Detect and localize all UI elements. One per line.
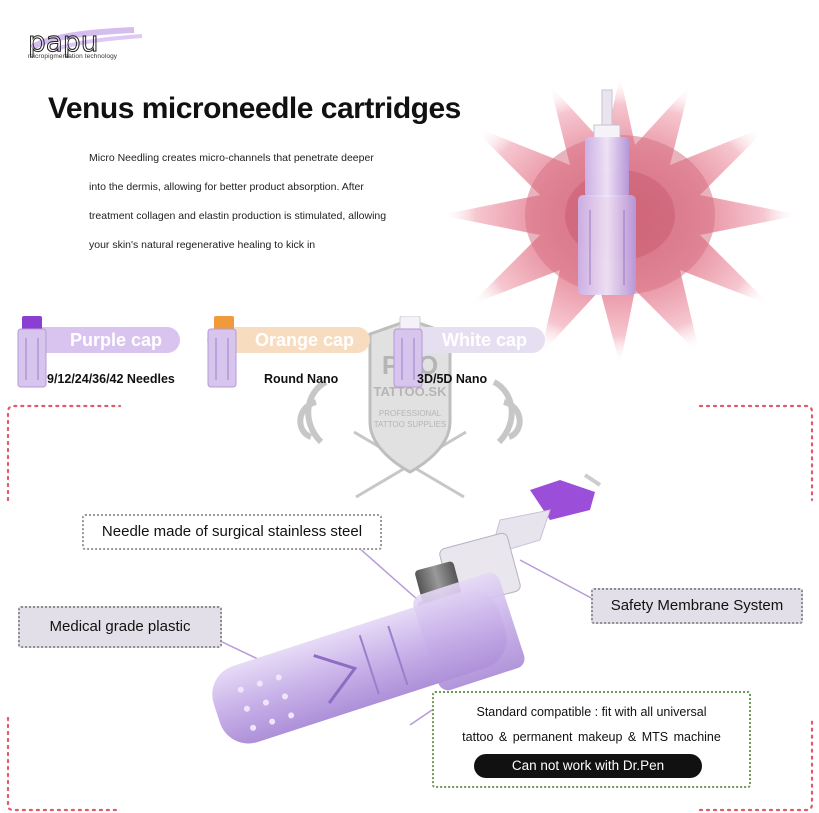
description-line: into the dermis, allowing for better pro… — [89, 181, 364, 193]
white-cap-cartridge-image — [393, 316, 423, 388]
purple-cap-pill: Purple cap — [22, 327, 180, 353]
cartridge-detail-image — [212, 473, 602, 744]
safety-membrane-callout: Safety Membrane System — [591, 588, 803, 624]
description-line: your skin's natural regenerative healing… — [89, 239, 316, 251]
compatibility-box: Standard compatible : fit with all unive… — [432, 691, 751, 788]
compatibility-line-1: Standard compatible : fit with all unive… — [476, 705, 707, 719]
page-title: Venus microneedle cartridges — [48, 92, 461, 125]
svg-text:papu: papu — [28, 25, 98, 58]
orange-cap-caption: Round Nano — [264, 372, 339, 386]
brand-tagline: micropigmentation technology — [28, 53, 118, 60]
purple-cap-caption: 9/12/24/36/42 Needles — [47, 372, 175, 386]
description-line: Micro Needling creates micro-channels th… — [89, 152, 374, 164]
purple-cap-cartridge-image — [17, 316, 47, 388]
orange-cap-cartridge-image — [207, 316, 237, 388]
compatibility-line-2: tattoo & permanent makeup & MTS machine — [462, 730, 721, 744]
watermark-text-professional: PROFESSIONAL — [379, 409, 442, 418]
papu-logo: papu — [28, 25, 143, 59]
description-line: treatment collagen and elastin productio… — [89, 210, 387, 222]
dotted-frame — [6, 404, 814, 812]
needle-steel-callout: Needle made of surgical stainless steel — [82, 514, 382, 550]
watermark-text-site: TATTOO.SK — [374, 384, 448, 399]
medical-plastic-callout: Medical grade plastic — [18, 606, 222, 648]
watermark-text-supplies: TATTOO SUPPLIES — [374, 420, 446, 429]
incompatibility-warning-badge: Can not work with Dr.Pen — [474, 754, 702, 778]
hero-splash-image — [440, 75, 800, 365]
white-cap-caption: 3D/5D Nano — [417, 372, 488, 386]
